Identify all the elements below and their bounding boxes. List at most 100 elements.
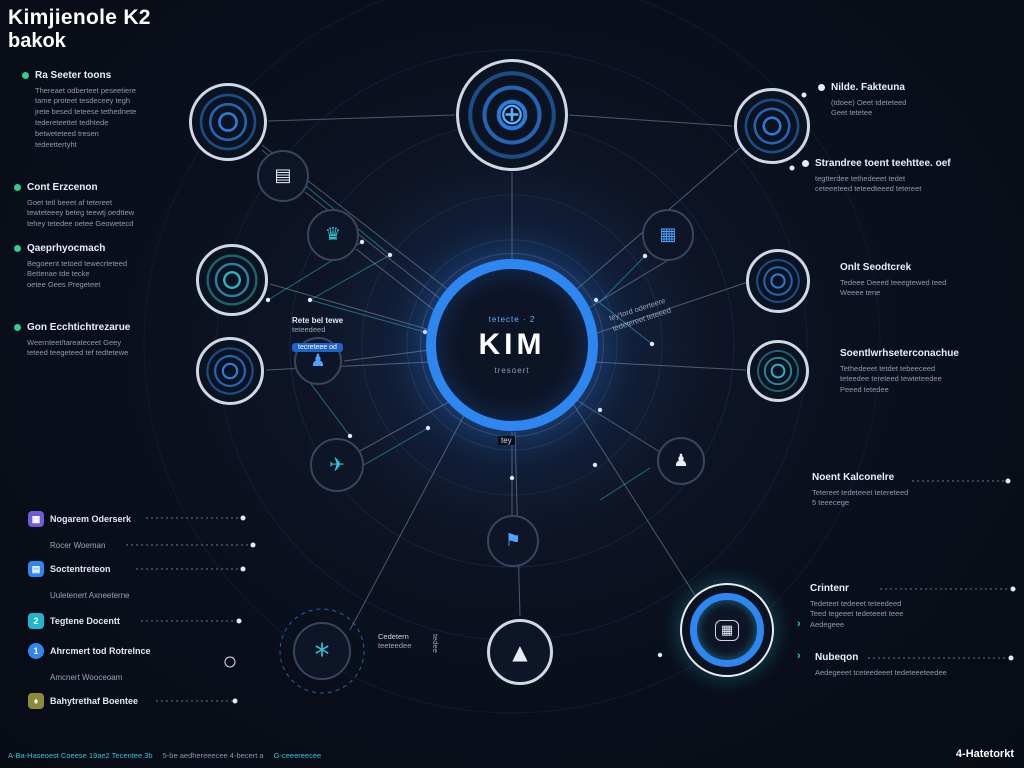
person-icon: ♟ [310, 350, 326, 371]
bullet-dot [14, 184, 21, 191]
trophy-icon: ♛ [324, 224, 342, 245]
tech-ring-pattern [197, 91, 259, 153]
left-section-4: Gon Ecchtichtrezarue Weernteet/tareatece… [14, 322, 199, 359]
legend-row: Amcnert Wooceoam [50, 668, 122, 686]
grid-icon: ▦ [659, 224, 677, 245]
legend-label: Tegtene Docentt [50, 616, 120, 626]
section-heading: Gon Ecchtichtrezarue [27, 322, 131, 333]
leader-lines [126, 480, 1010, 702]
page-title: Kimjienole K2 bakok [8, 6, 151, 52]
spark-icon: * [314, 638, 330, 673]
section-body: Begoeent tetoed tewecrteteed Bettenae td… [27, 258, 128, 290]
hub-top-label: tetecte · 2 [488, 315, 536, 324]
spark-node: * [293, 622, 351, 680]
metrics-pill: tecreteee od [292, 342, 343, 352]
tech-ring-pattern [755, 348, 801, 394]
legend-row: 2 Tegtene Docentt [28, 612, 120, 630]
footer-segment-3: G-ceeereecee [273, 751, 322, 760]
left-section-2: Cont Erzcenon Goet tetl beeet af teteree… [14, 182, 197, 230]
legend-diamond-icon: ♦ [28, 693, 44, 709]
chevron-icon: › [797, 650, 801, 662]
dashed-accent-ring [279, 608, 365, 694]
title-line-2: bakok [8, 30, 66, 53]
crosshair-icon: ⊕ [499, 97, 525, 132]
section-heading: Noent Kalconelre [812, 472, 895, 483]
gauge-ring: ▦ [690, 593, 764, 667]
left-section-1: Ra Seeter toons Thereaet odberteet pesee… [22, 70, 203, 151]
section-heading: Nubeqon [815, 652, 859, 663]
footer-caption: A-Ba-Haseoest Coeese 19ae2 Tecentee 3b 5… [8, 751, 321, 760]
plane-node: ✈ [310, 438, 364, 492]
satellite-node-upper-right [734, 88, 810, 164]
legend-row: ▤ Soctentreteon [28, 560, 111, 578]
legend-row: Rocer Woeman [50, 536, 105, 554]
tech-ring-pattern [754, 257, 802, 305]
section-body: Tedeee Deeed teeegtewed teed Weeee tene [840, 277, 947, 298]
legend-row: ♦ Bahytrethaf Boentee [28, 692, 138, 710]
satellite-node-mid-left [196, 244, 268, 316]
person-node-right: ♟ [657, 437, 705, 485]
footer-segment-2: 5-be aedhereeecee 4-becert a [162, 751, 264, 760]
tech-ring-pattern [204, 345, 256, 397]
section-heading: Cont Erzcenon [27, 182, 98, 193]
legend-grid-icon: ▦ [28, 511, 44, 527]
metrics-title: Rete bel tewe [292, 316, 344, 325]
section-body: Tetereet tedeteeet tetereteed 5 teeecege [812, 487, 909, 508]
small-outline-node [224, 656, 236, 668]
title-line-1: Kimjienole K2 [8, 6, 151, 29]
hub-label: KIM [478, 328, 546, 361]
rotated-annotation: tey'tord oderteere tedetereet teteeed [608, 274, 738, 334]
compass-node: ⊕ [456, 59, 568, 171]
legend-label: Amcnert Wooceoam [50, 672, 123, 682]
metrics-annotation: Rete bel tewe teteedeed tecreteee od [292, 316, 412, 354]
bottom-node-annotation: Cedetern teeteedee [378, 632, 411, 652]
section-body: Tedeteet tedeeet teteedeed Teed tegeeet … [810, 598, 904, 630]
legend-row: ▦ Nogarem Oderserk [28, 510, 131, 528]
plane-icon: ✈ [329, 453, 345, 476]
bottom-node-label: Cedetern [378, 632, 409, 641]
section-heading: Ra Seeter toons [35, 70, 112, 81]
right-section-5: Noent Kalconelre Tetereet tedeteeet tete… [812, 472, 962, 509]
section-heading: Soentlwrhseterconachue [840, 348, 959, 359]
satellite-node-lower-right [747, 340, 809, 402]
chevron-icon: › [797, 618, 801, 630]
right-section-3: Onlt Seodtcrek Tedeee Deeed teeegtewed t… [840, 262, 1015, 299]
person-icon: ♟ [673, 450, 689, 471]
grid-node: ▦ [642, 209, 694, 261]
footer-segment-1: A-Ba-Haseoest Coeese 19ae2 Tecentee 3b [8, 751, 153, 760]
section-heading: Nilde. Fakteuna [831, 82, 905, 93]
legend-number-1-icon: 1 [28, 643, 44, 659]
bullet-dot [22, 72, 29, 79]
right-section-4: Soentlwrhseterconachue Tethedeeet tetdet… [840, 348, 1020, 396]
mountain-icon: ▲ [512, 640, 528, 664]
section-heading: Crintenr [810, 583, 849, 594]
legend-label: Soctentreteon [50, 564, 111, 574]
central-hub-node: tetecte · 2 KIM tresoert [420, 253, 604, 437]
left-section-3: Qaeprhyocmach Begoeent tetoed tewecrtete… [14, 243, 197, 291]
hub-sublabel: tresoert [494, 366, 530, 375]
legend-label: Ahrcmert tod Rotrelnce [50, 646, 151, 656]
satellite-node-lower-left [196, 337, 264, 405]
legend-label: Nogarem Oderserk [50, 514, 132, 524]
document-icon: ▤ [274, 165, 292, 186]
section-body: Aedegeeet tceteedeeet tedeteeeteedee [815, 667, 947, 677]
section-heading: Strandree toent teehttee. oef [815, 158, 951, 169]
bullet-dot [818, 84, 825, 91]
section-body: (tdoee) Oeet tdeteteed Geet tetetee [831, 97, 907, 118]
legend-label: Bahytrethaf Boentee [50, 696, 139, 706]
legend-label: Rocer Woeman [50, 540, 106, 550]
module-icon: ▦ [714, 619, 740, 641]
metrics-sub: teteedeed [292, 325, 326, 334]
section-heading: Onlt Seodtcrek [840, 262, 912, 273]
legend-panel-icon: ▤ [28, 561, 44, 577]
tech-ring-pattern: ⊕ [464, 67, 560, 163]
flag-node: ⚑ [487, 515, 539, 567]
bottom-node-sub: teeteedee [378, 641, 412, 650]
trophy-node: ♛ [307, 209, 359, 261]
section-body: Tethedeeet tetdet tebeeceed teteedee ter… [840, 363, 942, 395]
right-section-1: Nilde. Fakteuna (tdoee) Oeet tdeteteed G… [818, 82, 1021, 119]
section-body: Goet tetl beeet af tetereet tewteteeey b… [27, 197, 135, 229]
legend-row: 1 Ahrcmert tod Rotrelnce [28, 642, 151, 660]
gauge-node: ▦ [680, 583, 774, 677]
